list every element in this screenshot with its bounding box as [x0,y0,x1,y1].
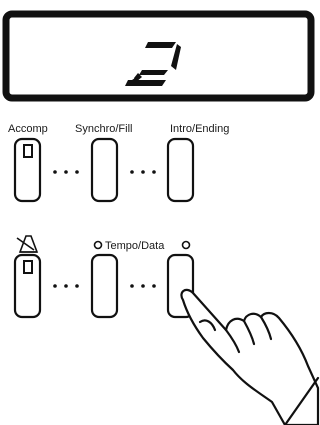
accomp-led [23,144,33,158]
synchro-fill-button[interactable] [90,137,119,203]
metronome-button[interactable] [13,253,42,319]
tempo-data-down-button[interactable] [90,253,119,319]
tempo-data-led-right [181,240,191,250]
synchro-fill-label: Synchro/Fill [75,123,132,135]
intro-ending-button[interactable] [166,137,195,203]
dots-1 [53,170,79,174]
display-digit [125,42,181,86]
intro-ending-label: Intro/Ending [170,123,229,135]
lcd-display: 2 [2,10,315,102]
pointing-hand-icon [180,288,320,425]
dots-4 [130,284,156,288]
accomp-label: Accomp [8,123,48,135]
tempo-data-label: Tempo/Data [105,240,165,252]
metronome-icon [16,235,39,253]
accomp-button[interactable] [13,137,42,203]
metronome-led [23,260,33,274]
tempo-data-led-left [93,240,103,250]
dots-2 [130,170,156,174]
dots-3 [53,284,79,288]
